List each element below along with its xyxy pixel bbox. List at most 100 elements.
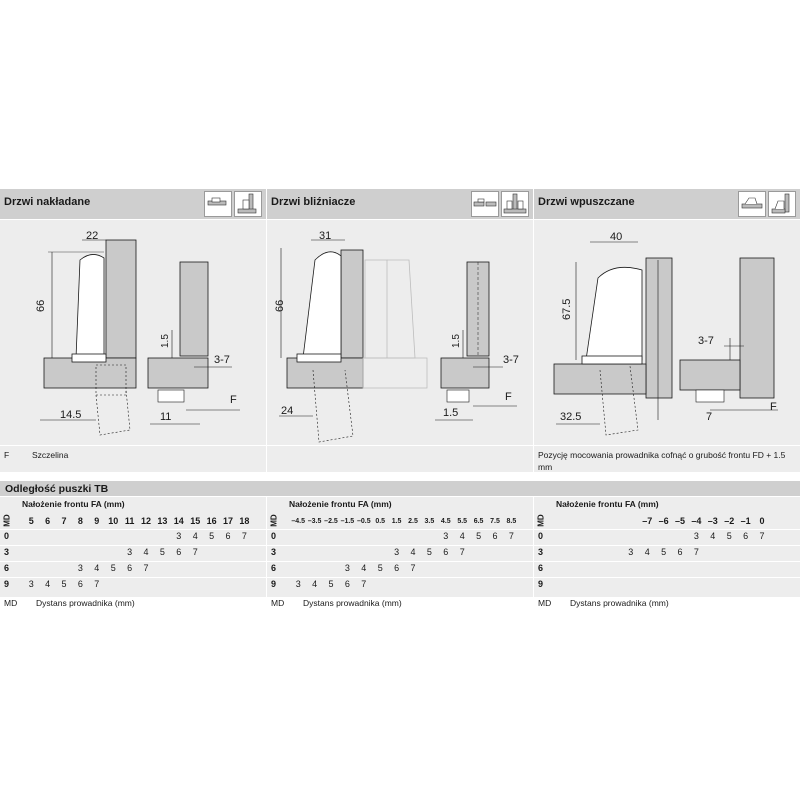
md-axis-label: MD bbox=[536, 514, 546, 527]
table-caption: Nałożenie frontu FA (mm) bbox=[22, 499, 125, 509]
hinge-inset-icon bbox=[738, 191, 766, 217]
table-cell: 4 bbox=[312, 579, 318, 589]
table-caption: Nałożenie frontu FA (mm) bbox=[556, 499, 659, 509]
dim-range: 3-7 bbox=[214, 354, 230, 366]
table-cell: 7 bbox=[759, 531, 765, 541]
row-key: 6 bbox=[538, 563, 544, 573]
column-header: 6.5 bbox=[473, 518, 484, 525]
table-cell: 3 bbox=[344, 563, 350, 573]
panel-twin-foot bbox=[267, 446, 533, 472]
column-header: 4.5 bbox=[440, 518, 451, 525]
table-cell: 6 bbox=[677, 547, 683, 557]
row-key: 3 bbox=[271, 547, 277, 557]
dim-width: 40 bbox=[610, 231, 622, 243]
dim-bottom-left: 24 bbox=[281, 405, 293, 417]
row-separator bbox=[0, 577, 266, 578]
column-header: 9 bbox=[94, 516, 100, 526]
column-header: –4 bbox=[691, 516, 702, 526]
section-title: Odległość puszki TB bbox=[5, 483, 109, 495]
diagram-twin: 31 66 24 1.5 3-7 F 1.5 bbox=[274, 230, 519, 443]
table-cell: 5 bbox=[726, 531, 732, 541]
table-cell: 7 bbox=[241, 531, 247, 541]
table-cell: 4 bbox=[410, 547, 416, 557]
table-cell: 3 bbox=[295, 579, 301, 589]
row-key: 9 bbox=[271, 579, 277, 589]
column-header: –1 bbox=[740, 516, 751, 526]
tb-table-2: Nałożenie frontu FA (mm)MD–4.5–3.5–2.5–1… bbox=[267, 497, 533, 597]
table-cell: 6 bbox=[492, 531, 498, 541]
column-header: –2 bbox=[724, 516, 735, 526]
row-separator bbox=[267, 561, 533, 562]
column-header: –3.5 bbox=[307, 518, 322, 525]
table-footer-text: Dystans prowadnika (mm) bbox=[303, 598, 402, 608]
table-cell: 5 bbox=[328, 579, 334, 589]
column-header: 3.5 bbox=[424, 518, 435, 525]
table-footer-text: Dystans prowadnika (mm) bbox=[570, 598, 669, 608]
dim-width: 31 bbox=[319, 230, 331, 242]
table-cell: 3 bbox=[693, 531, 699, 541]
column-header: 17 bbox=[222, 516, 233, 526]
dim-f-label: F bbox=[770, 401, 777, 413]
table-cell: 6 bbox=[443, 547, 449, 557]
dim-bottom-mid: 1.5 bbox=[443, 407, 458, 419]
table-cell: 7 bbox=[410, 563, 416, 573]
table-footer-key: MD bbox=[4, 598, 18, 608]
row-separator bbox=[267, 529, 533, 530]
dim-gap: 1.5 bbox=[160, 334, 171, 348]
diagram-inset: 40 67.5 32.5 3-7 F 7 bbox=[553, 231, 778, 436]
tb-table-3: Nałożenie frontu FA (mm)MD–7–6–5–4–3–2–1… bbox=[534, 497, 800, 597]
column-header: –1.5 bbox=[340, 518, 355, 525]
column-header: 18 bbox=[239, 516, 250, 526]
table-cell: 3 bbox=[628, 547, 634, 557]
row-key: 0 bbox=[271, 531, 277, 541]
column-header: –6 bbox=[658, 516, 669, 526]
column-header: –3 bbox=[707, 516, 718, 526]
column-header: 14 bbox=[173, 516, 184, 526]
table-cell: 4 bbox=[192, 531, 198, 541]
column-header: 12 bbox=[140, 516, 151, 526]
column-header: 0 bbox=[759, 516, 765, 526]
table-footer-text: Dystans prowadnika (mm) bbox=[36, 598, 135, 608]
row-key: 3 bbox=[538, 547, 544, 557]
table-cell: 5 bbox=[110, 563, 116, 573]
legend-text: Szczelina bbox=[32, 450, 69, 460]
dim-height: 66 bbox=[274, 300, 286, 312]
column-header: 13 bbox=[157, 516, 168, 526]
row-key: 3 bbox=[4, 547, 10, 557]
row-separator bbox=[267, 577, 533, 578]
column-header: 2.5 bbox=[408, 518, 418, 525]
row-key: 6 bbox=[271, 563, 277, 573]
table-cell: 7 bbox=[459, 547, 465, 557]
row-separator bbox=[534, 545, 800, 546]
column-header: 6 bbox=[45, 516, 51, 526]
row-key: 9 bbox=[4, 579, 10, 589]
column-header: 7.5 bbox=[490, 518, 500, 525]
table-cell: 5 bbox=[209, 531, 215, 541]
dim-range: 3-7 bbox=[698, 335, 714, 347]
table-cell: 6 bbox=[225, 531, 231, 541]
panel-overlay-title: Drzwi nakładane bbox=[4, 196, 91, 208]
column-header: 8 bbox=[77, 516, 83, 526]
hinge-overlay-icon bbox=[204, 191, 232, 217]
column-header: 15 bbox=[190, 516, 201, 526]
dim-bottom-left: 14.5 bbox=[60, 409, 81, 421]
column-header: 0.5 bbox=[375, 518, 386, 525]
table-cell: 4 bbox=[644, 547, 650, 557]
panel-overlay-header: Drzwi nakładane bbox=[0, 189, 266, 219]
md-axis-label: MD bbox=[2, 514, 12, 527]
row-separator bbox=[0, 529, 266, 530]
table-cell: 3 bbox=[77, 563, 83, 573]
table-caption: Nałożenie frontu FA (mm) bbox=[289, 499, 392, 509]
table-footer-key: MD bbox=[271, 598, 285, 608]
table-cell: 3 bbox=[127, 547, 133, 557]
table-cell: 4 bbox=[710, 531, 716, 541]
hinge-inset-detail-icon bbox=[768, 191, 796, 217]
table-cell: 7 bbox=[192, 547, 198, 557]
row-key: 0 bbox=[4, 531, 10, 541]
table-cell: 3 bbox=[176, 531, 182, 541]
table-cell: 4 bbox=[45, 579, 51, 589]
table-cell: 5 bbox=[426, 547, 432, 557]
section-header: Odległość puszki TB bbox=[0, 481, 800, 496]
dim-height: 67.5 bbox=[561, 299, 573, 320]
